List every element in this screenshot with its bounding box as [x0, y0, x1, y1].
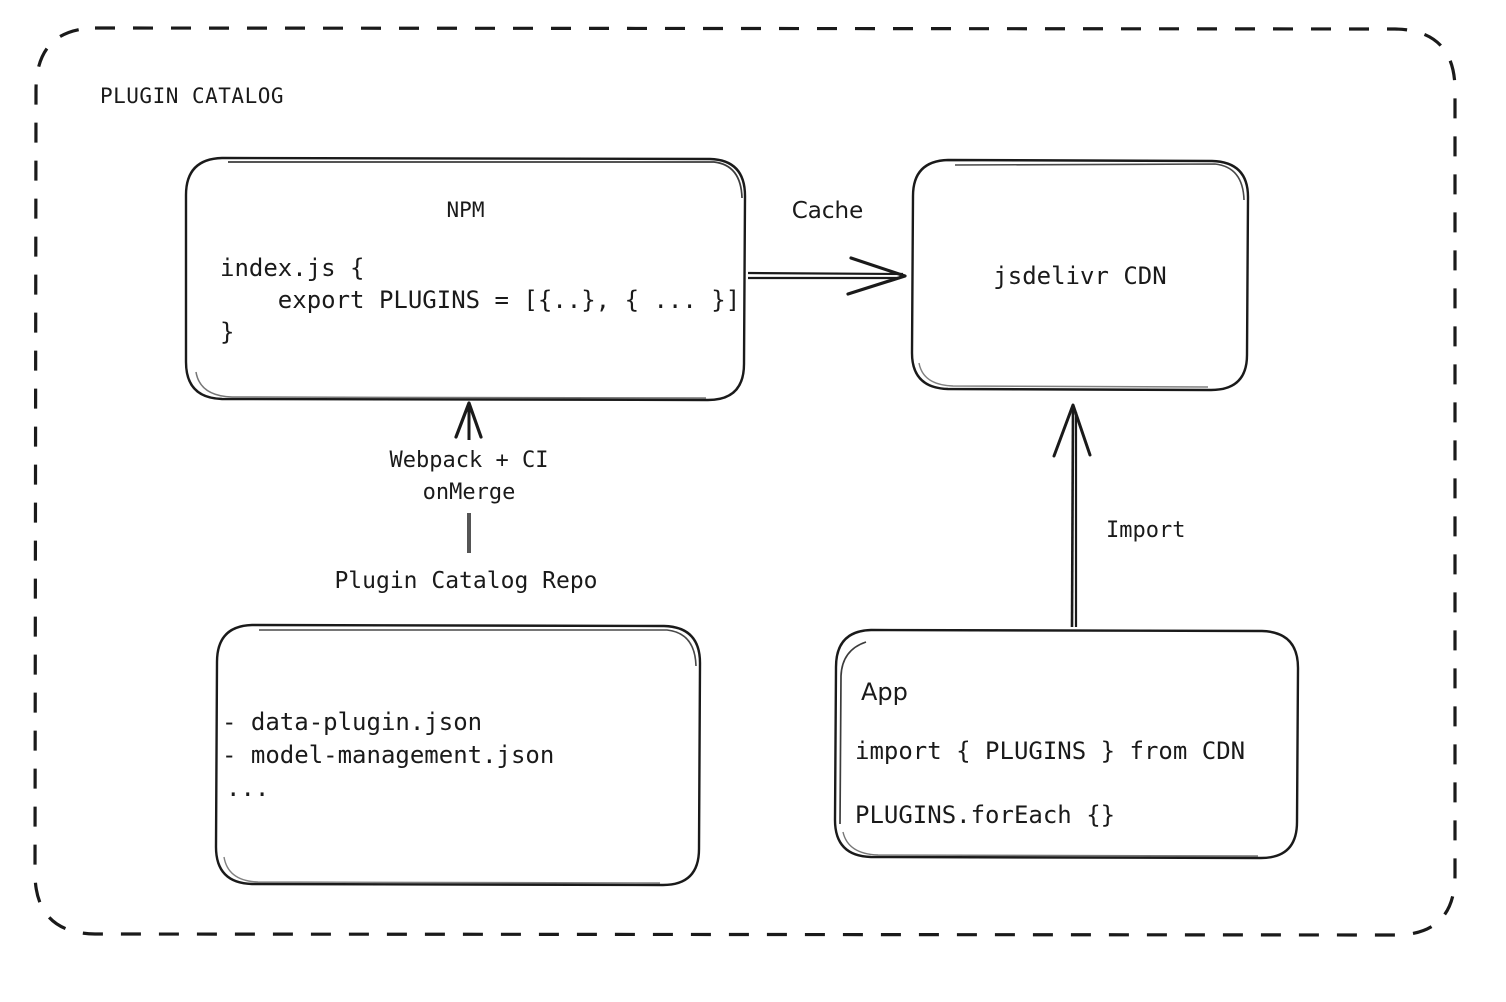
app-node-title: App [861, 678, 908, 706]
repo-line-2: - model-management.json [222, 741, 555, 769]
repo-outside-label: Plugin Catalog Repo [334, 568, 598, 594]
build-arrow [454, 401, 483, 553]
app-code-line-1: import { PLUGINS } from CDN [855, 737, 1246, 765]
group-title: PLUGIN CATALOG [100, 84, 285, 108]
cache-edge-label: Cache [791, 198, 864, 224]
import-edge-label: Import [1106, 518, 1186, 543]
repo-line-3: ... [226, 774, 270, 802]
build-edge-label-line1: Webpack + CI [389, 448, 549, 473]
npm-code-line-1: index.js { [220, 254, 365, 282]
cdn-node-label: jsdelivr CDN [993, 262, 1167, 290]
npm-code-line-2: export PLUGINS = [{..}, { ... }] [220, 286, 741, 314]
app-code-line-2: PLUGINS.forEach {} [855, 801, 1116, 829]
npm-node-title: NPM [446, 198, 485, 222]
import-arrow [1052, 403, 1092, 628]
repo-line-1: - data-plugin.json [222, 708, 483, 736]
build-edge-label-line2: onMerge [422, 480, 516, 505]
cache-arrow [747, 256, 907, 296]
npm-code-line-3: } [220, 318, 235, 346]
